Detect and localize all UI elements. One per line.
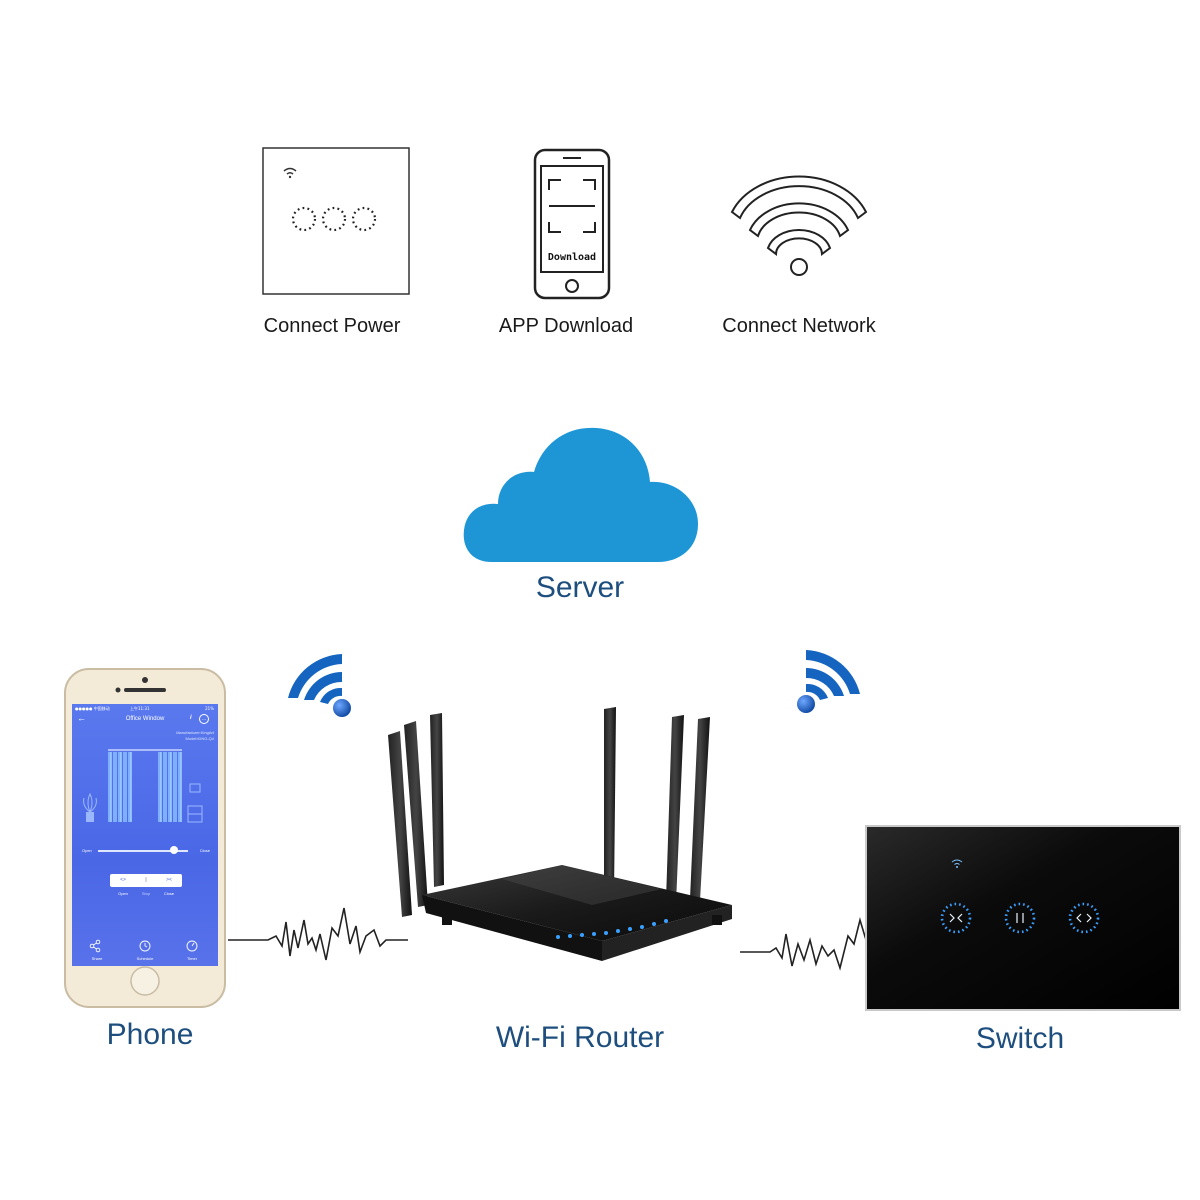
back-arrow-icon[interactable]: ← [77, 713, 86, 723]
signal-wave-right [740, 910, 871, 980]
position-slider[interactable] [98, 850, 188, 852]
phone-screen: ●●●●● 中国移动 上午11:31 21% ← Office Window i… [72, 704, 218, 966]
more-icon[interactable]: … [199, 714, 209, 724]
router-icon [382, 705, 742, 1005]
slider-handle[interactable] [170, 846, 178, 854]
step-label-connect-network: Connect Network [722, 315, 876, 337]
manufacturer-text: Manufacturer:KingArt [176, 730, 214, 735]
close-button[interactable]: >< [166, 877, 172, 883]
download-text: Download [547, 252, 597, 263]
wifi-signal-right-icon [792, 650, 864, 714]
router-label: Wi-Fi Router [495, 1021, 665, 1054]
status-carrier: ●●●●● 中国移动 [75, 706, 110, 711]
switch-panel-icon [262, 147, 410, 295]
bottom-nav-icons [89, 939, 198, 953]
server-label: Server [535, 571, 625, 604]
nav-timer[interactable]: Timer [186, 956, 198, 961]
control-label-open: Open [118, 891, 128, 896]
open-button[interactable]: <> [120, 877, 126, 883]
stop-button[interactable]: || [144, 877, 148, 883]
curtain-illustration [83, 749, 203, 823]
status-battery: 21% [205, 706, 214, 711]
wifi-signal-left-icon [284, 654, 356, 718]
wifi-icon [728, 168, 870, 278]
touch-switch-icon [864, 824, 1184, 1012]
smartphone-icon: ●●●●● 中国移动 上午11:31 21% ← Office Window i… [64, 668, 226, 1008]
slider-open-label: Open [82, 848, 92, 853]
app-title: Office Window [125, 716, 165, 722]
model-text: Model:KING-Q4 [185, 736, 214, 741]
info-icon[interactable]: i [190, 715, 192, 721]
slider-close-label: Close [199, 848, 210, 853]
control-label-close: Close [163, 891, 175, 896]
nav-schedule[interactable]: Schedule [136, 956, 154, 961]
control-label-stop: Stop [141, 891, 151, 896]
switch-label: Switch [975, 1022, 1065, 1055]
nav-share[interactable]: Share [91, 956, 103, 961]
cloud-icon [462, 424, 702, 564]
step-label-connect-power: Connect Power [263, 315, 401, 337]
control-bar [110, 874, 182, 887]
status-time: 上午11:31 [130, 706, 150, 711]
signal-wave-left [228, 900, 408, 976]
step-label-app-download: APP Download [498, 315, 634, 337]
phone-label: Phone [106, 1018, 194, 1051]
phone-download-icon: Download [533, 148, 611, 300]
